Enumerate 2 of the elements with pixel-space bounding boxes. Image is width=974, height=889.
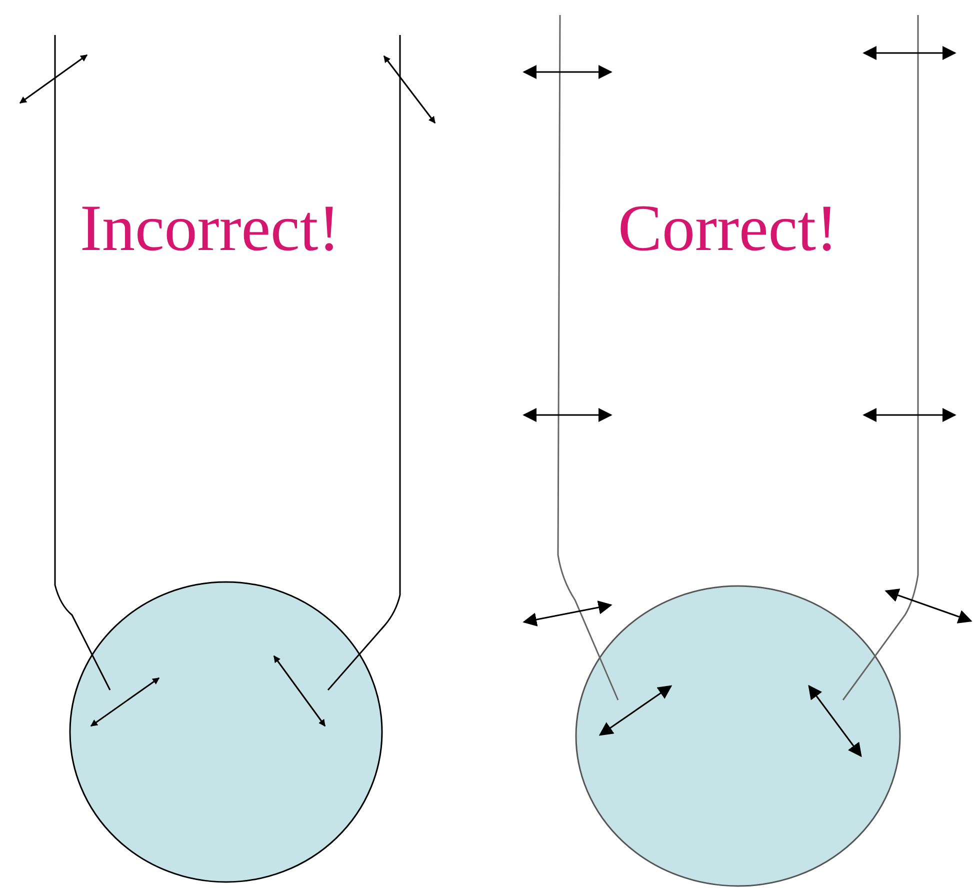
verdict-label: Correct! [618, 196, 838, 262]
verdict-label: Incorrect! [80, 196, 340, 262]
